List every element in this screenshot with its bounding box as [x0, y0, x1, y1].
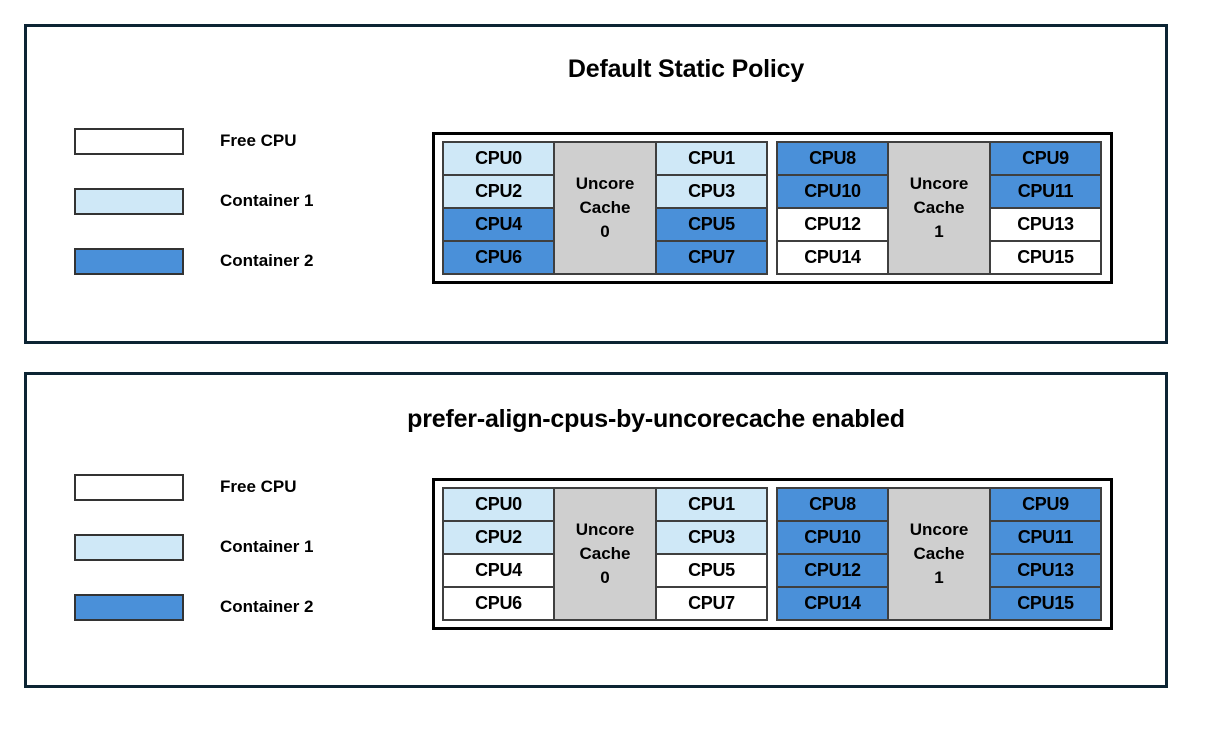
cpu-cell: CPU8 [776, 141, 889, 176]
uncore-cache-label-line2: Cache [579, 197, 631, 217]
cpu-cell: CPU0 [442, 141, 555, 176]
uncore-cache-box-1: Uncore Cache 1 [887, 141, 991, 275]
cpu-cell: CPU13 [989, 553, 1102, 588]
cpu-column-left-1: CPU8 CPU10 CPU12 CPU14 [776, 487, 889, 621]
legend-swatch-free-cpu [74, 473, 184, 501]
cpu-cell: CPU5 [655, 207, 768, 242]
uncore-cache-label-index: 0 [600, 568, 610, 588]
legend-item-container-1: Container 1 [74, 517, 314, 577]
uncore-cache-label-index: 1 [934, 568, 944, 588]
legend-swatch-container-2 [74, 247, 184, 275]
uncore-cache-label-line1: Uncore [909, 173, 969, 193]
cpu-cell: CPU12 [776, 207, 889, 242]
legend-label-free-cpu: Free CPU [220, 131, 297, 150]
cpu-column-right-1: CPU9 CPU11 CPU13 CPU15 [989, 487, 1102, 621]
cpu-cell: CPU6 [442, 586, 555, 621]
uncore-cache-group-0: CPU0 CPU2 CPU4 CPU6 Uncore Cache 0 CPU1 … [442, 141, 769, 275]
cpu-column-right-1: CPU9 CPU11 CPU13 CPU15 [989, 141, 1102, 275]
uncore-cache-label-line1: Uncore [575, 173, 635, 193]
uncore-cache-label-index: 0 [600, 222, 610, 242]
uncore-cache-label-line1: Uncore [909, 519, 969, 539]
legend-item-container-2: Container 2 [74, 231, 314, 291]
cpu-column-right-0: CPU1 CPU3 CPU5 CPU7 [655, 487, 768, 621]
cpu-cell: CPU14 [776, 586, 889, 621]
legend-label-container-2: Container 2 [220, 251, 314, 270]
legend-item-free-cpu: Free CPU [74, 111, 314, 171]
cpu-topology-diagram: CPU0 CPU2 CPU4 CPU6 Uncore Cache 0 CPU1 … [432, 132, 1113, 284]
uncore-cache-label-line2: Cache [913, 197, 965, 217]
cpu-cell: CPU2 [442, 174, 555, 209]
legend-bottom: Free CPU Container 1 Container 2 [74, 457, 314, 637]
page-title: prefer-align-cpus-by-uncorecache enabled [407, 405, 905, 433]
cpu-cell: CPU13 [989, 207, 1102, 242]
cpu-cell: CPU12 [776, 553, 889, 588]
cpu-cell: CPU5 [655, 553, 768, 588]
cpu-column-right-0: CPU1 CPU3 CPU5 CPU7 [655, 141, 768, 275]
legend-item-container-1: Container 1 [74, 171, 314, 231]
cpu-cell: CPU7 [655, 586, 768, 621]
legend-top: Free CPU Container 1 Container 2 [74, 111, 314, 291]
uncore-cache-box-0: Uncore Cache 0 [553, 487, 657, 621]
legend-swatch-free-cpu [74, 127, 184, 155]
cpu-cell: CPU1 [655, 487, 768, 522]
legend-swatch-container-1 [74, 187, 184, 215]
uncore-cache-label-index: 1 [934, 222, 944, 242]
cpu-cell: CPU15 [989, 586, 1102, 621]
legend-label-free-cpu: Free CPU [220, 477, 297, 496]
page-title: Default Static Policy [567, 55, 805, 83]
cpu-cell: CPU4 [442, 207, 555, 242]
cpu-cell: CPU7 [655, 240, 768, 275]
cpu-cell: CPU3 [655, 174, 768, 209]
legend-label-container-1: Container 1 [220, 191, 314, 210]
uncore-cache-group-1: CPU8 CPU10 CPU12 CPU14 Uncore Cache 1 CP… [776, 141, 1103, 275]
uncore-cache-label-line1: Uncore [575, 519, 635, 539]
cpu-cell: CPU0 [442, 487, 555, 522]
legend-label-container-1: Container 1 [220, 537, 314, 556]
cpu-cell: CPU15 [989, 240, 1102, 275]
cpu-cell: CPU2 [442, 520, 555, 555]
legend-item-free-cpu: Free CPU [74, 457, 314, 517]
cpu-column-left-0: CPU0 CPU2 CPU4 CPU6 [442, 141, 555, 275]
cpu-cell: CPU9 [989, 487, 1102, 522]
cpu-cell: CPU4 [442, 553, 555, 588]
cpu-cell: CPU3 [655, 520, 768, 555]
panel-prefer-align-cpus-by-uncorecache: prefer-align-cpus-by-uncorecache enabled… [24, 372, 1168, 688]
cpu-cell: CPU11 [989, 174, 1102, 209]
uncore-cache-group-1: CPU8 CPU10 CPU12 CPU14 Uncore Cache 1 CP… [776, 487, 1103, 621]
cpu-cell: CPU6 [442, 240, 555, 275]
cpu-cell: CPU14 [776, 240, 889, 275]
legend-swatch-container-1 [74, 533, 184, 561]
uncore-cache-label-line2: Cache [579, 543, 631, 563]
legend-item-container-2: Container 2 [74, 577, 314, 637]
uncore-cache-label-line2: Cache [913, 543, 965, 563]
cpu-cell: CPU8 [776, 487, 889, 522]
cpu-cell: CPU10 [776, 174, 889, 209]
legend-label-container-2: Container 2 [220, 597, 314, 616]
uncore-cache-box-1: Uncore Cache 1 [887, 487, 991, 621]
uncore-cache-box-0: Uncore Cache 0 [553, 141, 657, 275]
cpu-column-left-0: CPU0 CPU2 CPU4 CPU6 [442, 487, 555, 621]
uncore-cache-group-0: CPU0 CPU2 CPU4 CPU6 Uncore Cache 0 CPU1 … [442, 487, 769, 621]
cpu-cell: CPU9 [989, 141, 1102, 176]
cpu-cell: CPU11 [989, 520, 1102, 555]
cpu-cell: CPU10 [776, 520, 889, 555]
panel-default-static-policy: Default Static Policy Free CPU Container… [24, 24, 1168, 344]
legend-swatch-container-2 [74, 593, 184, 621]
cpu-column-left-1: CPU8 CPU10 CPU12 CPU14 [776, 141, 889, 275]
cpu-topology-diagram: CPU0 CPU2 CPU4 CPU6 Uncore Cache 0 CPU1 … [432, 478, 1113, 630]
cpu-cell: CPU1 [655, 141, 768, 176]
